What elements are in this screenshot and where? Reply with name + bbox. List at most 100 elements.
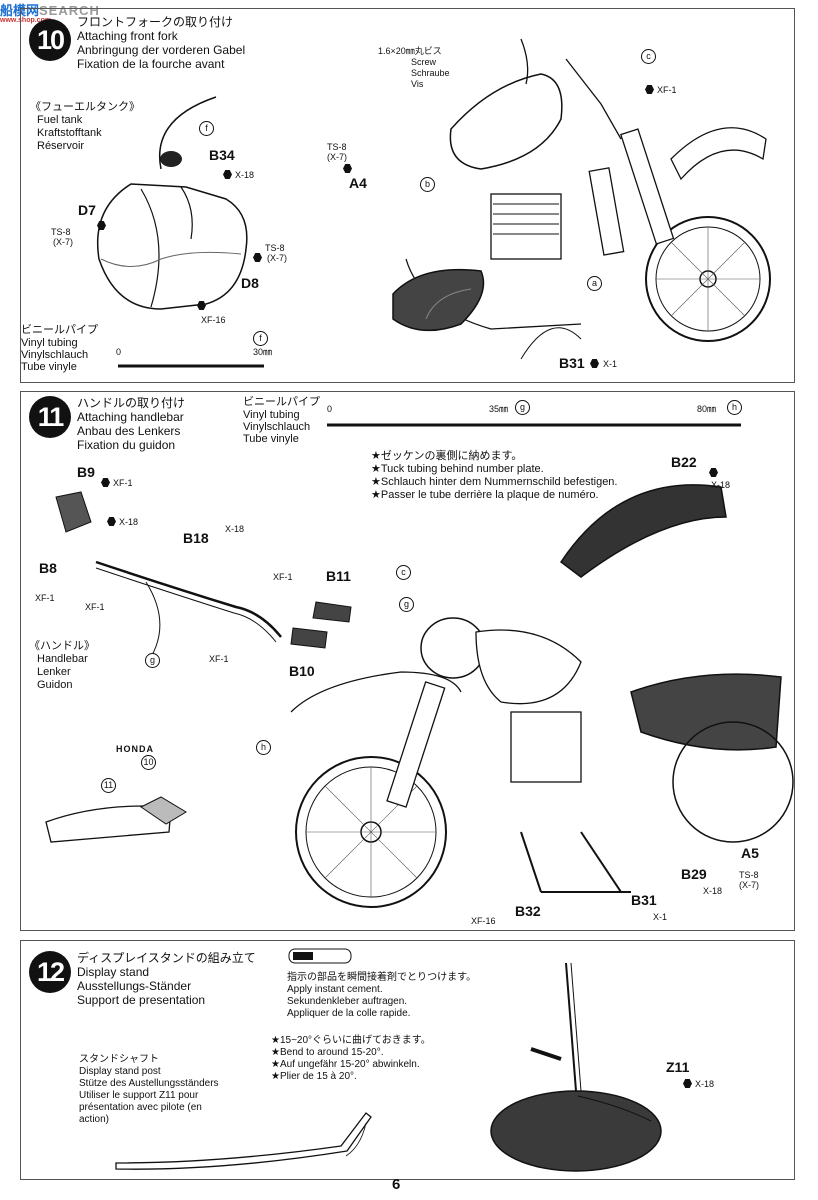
paint-x18: X-18 bbox=[235, 170, 255, 180]
tag-b: b bbox=[420, 177, 435, 192]
paint-chip-icon bbox=[107, 517, 116, 526]
paint-ts8: TS-8 bbox=[739, 870, 759, 880]
part-b34: B34 bbox=[209, 147, 235, 163]
shaft-fr-2: présentation avec pilote (en bbox=[79, 1102, 202, 1113]
watermark: 船模网SEARCH www.shop.com bbox=[0, 0, 100, 24]
part-b29: B29 bbox=[681, 866, 707, 882]
screw-de: Schraube bbox=[411, 68, 450, 78]
part-a4: A4 bbox=[349, 175, 367, 191]
paint-xf1: XF-1 bbox=[209, 654, 229, 664]
part-d7: D7 bbox=[78, 202, 96, 218]
handlebar-fr: Guidon bbox=[37, 679, 73, 691]
paint-xf1: XF-1 bbox=[657, 85, 677, 95]
part-b31: B31 bbox=[559, 355, 585, 371]
note-en: ★Tuck tubing behind number plate. bbox=[371, 463, 544, 475]
tag-a: a bbox=[587, 276, 602, 291]
tag-g: g bbox=[515, 400, 530, 415]
paint-ts8: TS-8 bbox=[265, 243, 285, 253]
fuel-tank-en: Fuel tank bbox=[37, 114, 83, 126]
handlebar-ja: 《ハンドル》 bbox=[29, 640, 95, 652]
tag-f: f bbox=[253, 331, 268, 346]
cement-fr: Appliquer de la colle rapide. bbox=[287, 1008, 411, 1019]
note-fr: ★Passer le tube derrière la plaque de nu… bbox=[371, 489, 599, 501]
shaft-ja: スタンドシャフト bbox=[79, 1054, 159, 1065]
paint-x18: X-18 bbox=[711, 480, 731, 490]
part-b32: B32 bbox=[515, 903, 541, 919]
shaft-fr-1: Utiliser le support Z11 pour bbox=[79, 1090, 199, 1101]
screw-ja: 1.6×20㎜丸ビス bbox=[378, 46, 442, 56]
watermark-search: SEARCH bbox=[39, 3, 100, 18]
paint-ts8: TS-8 bbox=[327, 142, 347, 152]
paint-xf16: XF-16 bbox=[471, 916, 496, 926]
vinyl-de: Vinylschlauch bbox=[21, 349, 89, 361]
scale-mid: 35㎜ bbox=[489, 404, 509, 414]
title-ja: ハンドルの取り付け bbox=[77, 396, 186, 410]
bend-ja: ★15~20°ぐらいに曲げておきます。 bbox=[271, 1035, 431, 1046]
fuel-tank-de: Kraftstofftank bbox=[37, 127, 102, 139]
paint-xf1: XF-1 bbox=[113, 478, 133, 488]
shaft-fr-3: action) bbox=[79, 1114, 110, 1125]
paint-chip-icon bbox=[197, 301, 206, 310]
paint-xf1: XF-1 bbox=[35, 593, 55, 603]
bend-fr: ★Plier de 15 à 20°. bbox=[271, 1071, 357, 1082]
paint-x7: (X-7) bbox=[739, 880, 759, 890]
paint-x7: (X-7) bbox=[53, 237, 73, 247]
paint-x18: X-18 bbox=[119, 517, 139, 527]
cement-de: Sekundenkleber auftragen. bbox=[287, 996, 408, 1007]
paint-x7: (X-7) bbox=[327, 152, 347, 162]
part-d8: D8 bbox=[241, 275, 259, 291]
screw-fr: Vis bbox=[411, 79, 424, 89]
paint-x18: X-18 bbox=[695, 1079, 715, 1089]
tag-g: g bbox=[399, 597, 414, 612]
paint-chip-icon bbox=[683, 1079, 692, 1088]
title-en: Display stand bbox=[77, 965, 150, 979]
shaft-en: Display stand post bbox=[79, 1066, 161, 1077]
fuel-tank-ja: 《フューエルタンク》 bbox=[30, 101, 140, 113]
vinyl-en: Vinyl tubing bbox=[21, 337, 78, 349]
note-ja: ★ゼッケンの裏側に納めます。 bbox=[371, 450, 523, 462]
paint-chip-icon bbox=[101, 478, 110, 487]
title-en: Attaching handlebar bbox=[77, 410, 184, 424]
title-de: Ausstellungs-Ständer bbox=[77, 979, 192, 993]
paint-chip-icon bbox=[223, 170, 232, 179]
vinyl-fr: Tube vinyle bbox=[243, 433, 299, 445]
part-b9: B9 bbox=[77, 464, 95, 480]
paint-chip-icon bbox=[343, 164, 352, 173]
part-b22: B22 bbox=[671, 454, 697, 470]
vinyl-ja: ビニールパイプ bbox=[243, 396, 320, 408]
part-b10: B10 bbox=[289, 663, 315, 679]
paint-x1: X-1 bbox=[603, 359, 618, 369]
title-fr: Support de presentation bbox=[77, 993, 206, 1007]
step-12-illustration bbox=[115, 948, 662, 1172]
tag-f: f bbox=[199, 121, 214, 136]
scale-end: 80㎜ bbox=[697, 404, 717, 414]
decal-11: 11 bbox=[101, 778, 116, 793]
title-de: Anbau des Lenkers bbox=[77, 424, 181, 438]
fuel-tank-fr: Réservoir bbox=[37, 140, 85, 152]
scale-start: 0 bbox=[327, 404, 333, 414]
part-a5: A5 bbox=[741, 845, 759, 861]
step-11-illustration bbox=[45, 423, 794, 908]
paint-xf1: XF-1 bbox=[85, 602, 105, 612]
paint-ts8: TS-8 bbox=[51, 227, 71, 237]
title-ja: フロントフォークの取り付け bbox=[77, 15, 234, 29]
tag-h: h bbox=[727, 400, 742, 415]
step-10-illustration bbox=[96, 38, 771, 368]
title-de: Anbringung der vorderen Gabel bbox=[77, 43, 246, 57]
bend-de: ★Auf ungefähr 15-20° abwinkeln. bbox=[271, 1059, 420, 1070]
paint-chip-icon bbox=[97, 221, 106, 230]
title-fr: Fixation du guidon bbox=[77, 438, 176, 452]
tag-g: g bbox=[145, 653, 160, 668]
part-b11: B11 bbox=[326, 568, 351, 584]
scale-end: 30㎜ bbox=[253, 347, 273, 357]
paint-x1: X-1 bbox=[653, 912, 668, 922]
scale-start: 0 bbox=[116, 347, 122, 357]
tag-c: c bbox=[641, 49, 656, 64]
paint-xf16: XF-16 bbox=[201, 315, 226, 325]
paint-x7: (X-7) bbox=[267, 253, 287, 263]
part-b31: B31 bbox=[631, 892, 657, 908]
step-10-panel: 10 フロントフォークの取り付け Attaching front fork An… bbox=[20, 8, 795, 383]
paint-xf1: XF-1 bbox=[273, 572, 293, 582]
step-title: ハンドルの取り付け Attaching handlebar Anbau des … bbox=[77, 396, 185, 452]
vinyl-ja: ビニールパイプ bbox=[21, 324, 98, 336]
